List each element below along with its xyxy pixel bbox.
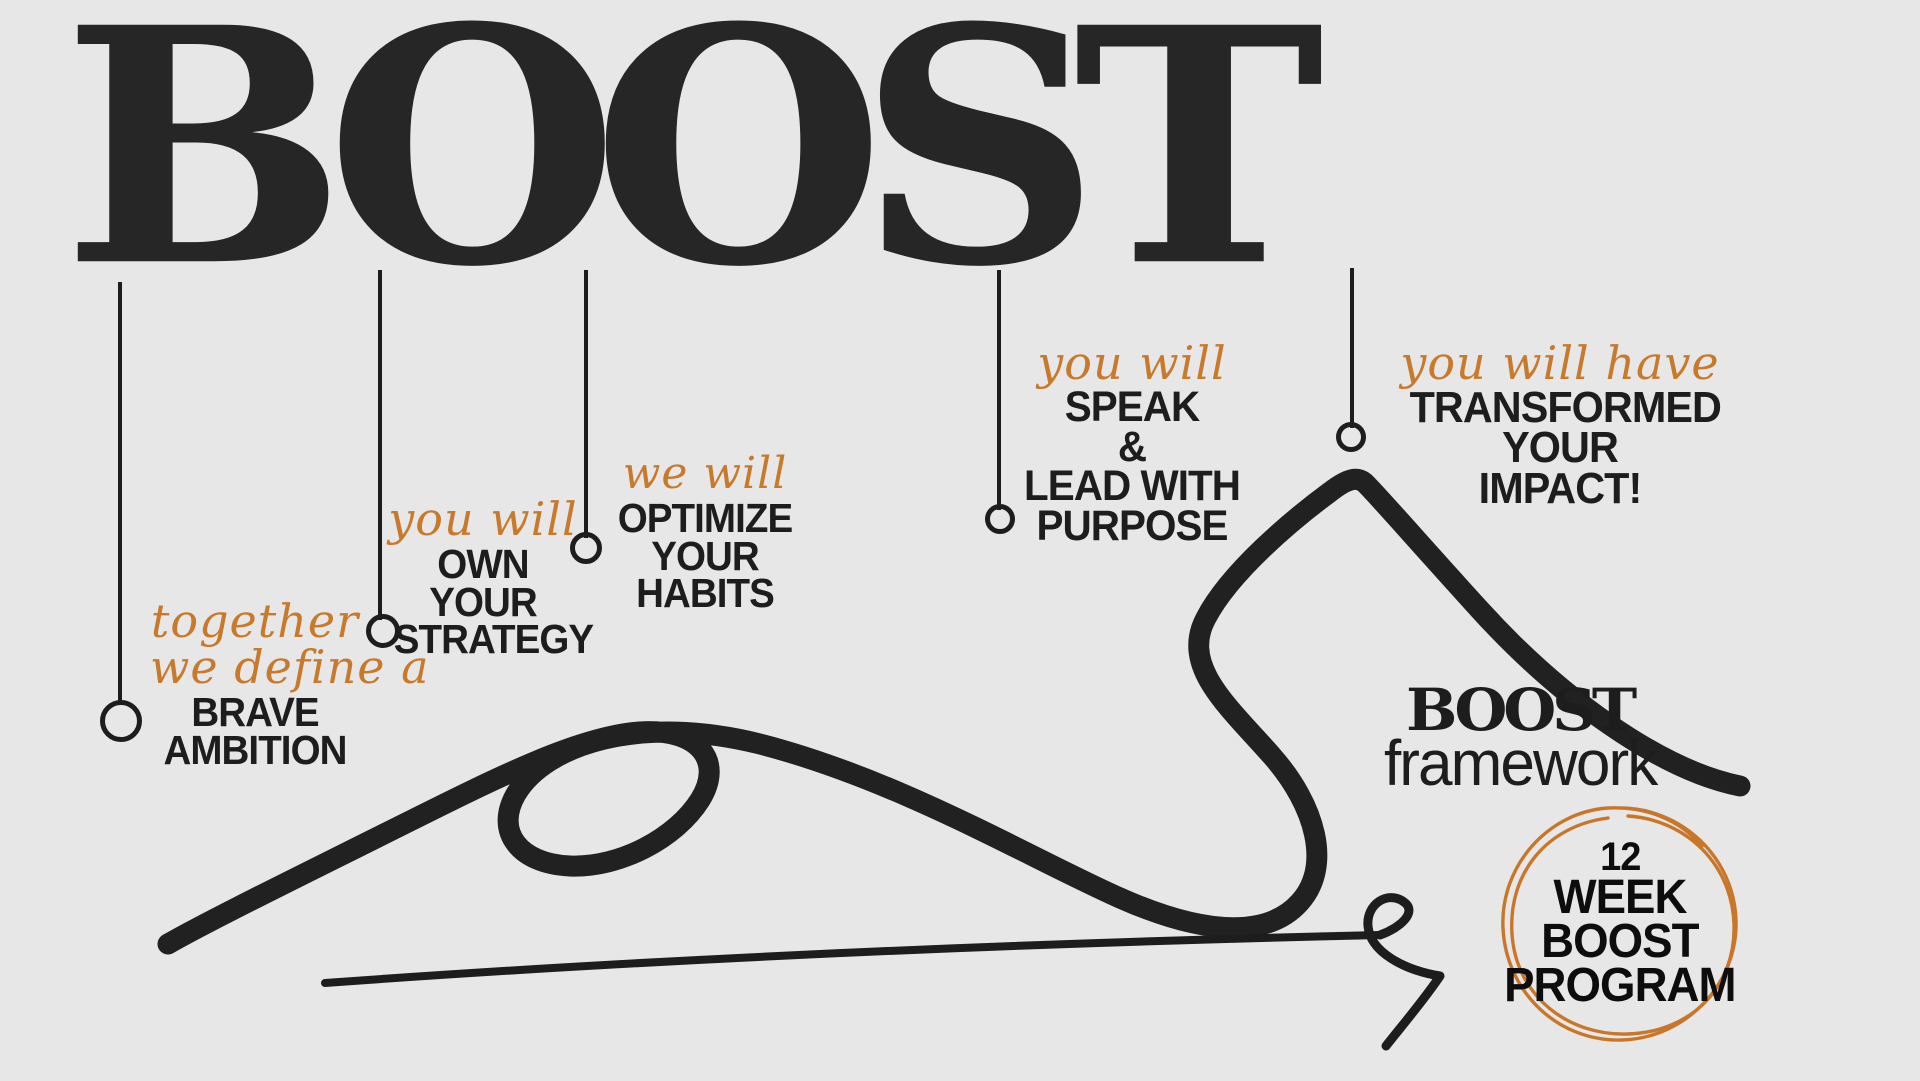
badge-line-4: PROGRAM [1504,959,1736,1013]
milestone-bold-line: STRATEGY [393,616,594,663]
milestone-bold-line: HABITS [636,570,775,617]
milestone-brave-ambition: together we define a BRAVE AMBITION [150,594,430,773]
connector-stem-own-strategy [378,270,382,620]
milestone-script-line: we define a [150,640,430,694]
framework-label-boost: BOOST [1406,676,1637,744]
connector-dot-optimize-habits [570,532,602,564]
milestone-bold-line: YOUR [651,532,760,579]
badge-line-1: 12 [1599,835,1641,880]
milestone-script-line: you will have [1400,336,1720,390]
milestone-own-strategy: you will OWN YOUR STRATEGY [388,492,594,663]
milestone-bold-line: & [1117,422,1147,471]
milestone-bold-line: TRANSFORMED [1409,383,1722,432]
connector-dot-brave-ambition [100,700,142,742]
connector-dot-speak-lead-purpose [985,504,1015,534]
page-title: BOOST [62,0,1324,338]
milestone-bold-line: YOUR [1502,423,1619,473]
milestone-bold-line: PURPOSE [1036,501,1228,550]
connector-stem-speak-lead-purpose [997,270,1001,510]
connector-stem-transformed-impact [1350,268,1354,428]
milestone-script-line: we will [622,448,788,499]
milestone-transformed-impact: you will have TRANSFORMED YOUR IMPACT! [1400,336,1722,513]
milestone-script-line: you will [388,492,578,546]
milestone-speak-lead-purpose: you will SPEAK & LEAD WITH PURPOSE [1012,336,1252,550]
program-badge: 12 WEEK BOOST PROGRAM [1496,800,1744,1048]
milestone-bold-line: OPTIMIZE [617,495,793,541]
milestone-bold-line: OWN [437,541,529,587]
progress-arrow [321,893,1445,1051]
milestone-script-line: you will [1037,336,1227,390]
milestone-script-line: together [150,594,360,648]
milestone-bold-line: SPEAK [1064,383,1201,431]
framework-label: BOOST framework [1384,681,1665,799]
milestone-optimize-habits: we will OPTIMIZE YOUR HABITS [610,448,800,617]
milestone-bold-line: YOUR [429,578,538,625]
hand-drawn-circle-icon [1501,806,1738,1042]
connector-stem-brave-ambition [118,282,122,702]
badge-line-3: BOOST [1541,915,1699,969]
milestone-bold-line: BRAVE [191,689,319,735]
milestone-bold-line: IMPACT! [1478,463,1643,513]
milestone-bold-line: LEAD WITH [1023,462,1241,511]
badge-line-2: WEEK [1553,871,1688,925]
framework-label-framework: framework [1384,727,1658,799]
milestone-bold-line: AMBITION [163,726,347,773]
connector-dot-transformed-impact [1336,422,1366,452]
connector-dot-own-strategy [366,614,400,648]
connector-stem-optimize-habits [584,270,588,538]
